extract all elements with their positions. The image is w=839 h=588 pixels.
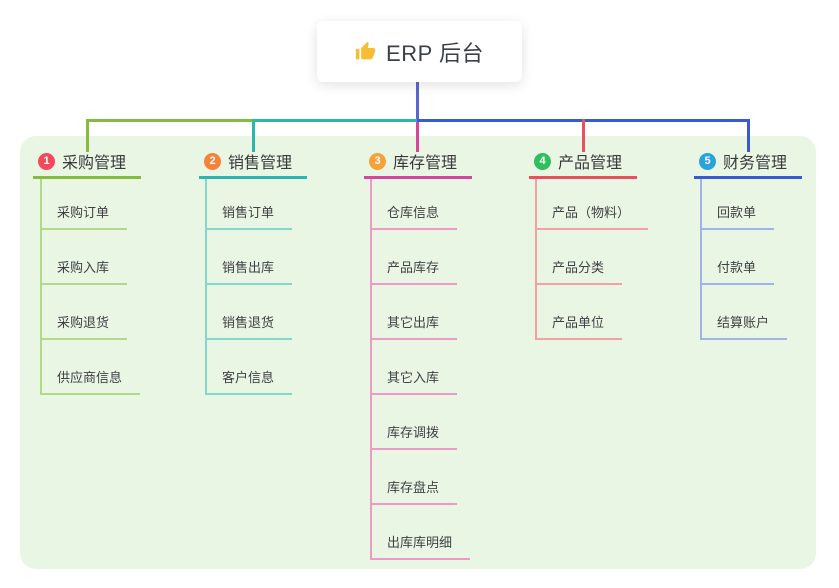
branch-4-title: 产品管理 bbox=[558, 155, 623, 172]
branch-3-badge: 3 bbox=[369, 152, 386, 170]
root-node[interactable]: ERP 后台 bbox=[317, 21, 522, 82]
branch-5-child-0[interactable]: 回款单 bbox=[700, 203, 775, 230]
branch-2-child-0[interactable]: 销售订单 bbox=[205, 203, 293, 230]
branch-4-badge: 4 bbox=[534, 152, 551, 170]
branch-3-title: 库存管理 bbox=[393, 155, 458, 172]
connector-root-vertical bbox=[416, 82, 419, 120]
branch-4-child-1[interactable]: 产品分类 bbox=[535, 258, 623, 285]
branches-panel bbox=[20, 136, 816, 569]
branch-1-title: 采购管理 bbox=[62, 155, 127, 172]
branch-5-header[interactable]: 5 财务管理 bbox=[694, 146, 802, 179]
branch-2-child-connector bbox=[205, 179, 207, 395]
branch-1-child-3[interactable]: 供应商信息 bbox=[40, 368, 141, 395]
branch-3-child-5[interactable]: 库存盘点 bbox=[370, 478, 458, 505]
branch-3-child-3[interactable]: 其它入库 bbox=[370, 368, 458, 395]
branch-5-child-2[interactable]: 结算账户 bbox=[700, 313, 788, 340]
connector-drop-branch-2 bbox=[252, 119, 255, 152]
connector-horizontal-green bbox=[86, 119, 254, 122]
branch-4-child-2[interactable]: 产品单位 bbox=[535, 313, 623, 340]
branch-2-badge: 2 bbox=[204, 152, 221, 170]
branch-3-child-0[interactable]: 仓库信息 bbox=[370, 203, 458, 230]
branch-3-child-4[interactable]: 库存调拨 bbox=[370, 423, 458, 450]
connector-horizontal-teal bbox=[253, 119, 417, 122]
branch-2-child-1[interactable]: 销售出库 bbox=[205, 258, 293, 285]
branch-5-title: 财务管理 bbox=[723, 155, 788, 172]
branch-3-child-1[interactable]: 产品库存 bbox=[370, 258, 458, 285]
branch-4-header[interactable]: 4 产品管理 bbox=[529, 146, 637, 179]
branch-2-child-3[interactable]: 客户信息 bbox=[205, 368, 293, 395]
connector-drop-branch-3 bbox=[416, 122, 419, 152]
branch-3-child-connector bbox=[370, 179, 372, 560]
branch-1-badge: 1 bbox=[38, 152, 55, 170]
branch-3-header[interactable]: 3 库存管理 bbox=[364, 146, 472, 179]
root-label: ERP 后台 bbox=[386, 40, 484, 66]
thumbs-up-icon bbox=[355, 41, 376, 62]
branch-2-child-2[interactable]: 销售退货 bbox=[205, 313, 293, 340]
branch-2-title: 销售管理 bbox=[228, 155, 293, 172]
branch-1-child-connector bbox=[40, 179, 42, 395]
branch-5-child-1[interactable]: 付款单 bbox=[700, 258, 775, 285]
branch-3-child-6[interactable]: 出库库明细 bbox=[370, 533, 471, 560]
connector-drop-branch-4 bbox=[582, 119, 585, 152]
branch-1-header[interactable]: 1 采购管理 bbox=[33, 146, 141, 179]
connector-drop-branch-5 bbox=[747, 119, 750, 152]
branch-4-child-connector bbox=[535, 179, 537, 340]
branch-4-child-0[interactable]: 产品（物料） bbox=[535, 203, 649, 230]
branch-5-badge: 5 bbox=[699, 152, 716, 170]
branch-3-child-2[interactable]: 其它出库 bbox=[370, 313, 458, 340]
branch-1-child-2[interactable]: 采购退货 bbox=[40, 313, 128, 340]
branch-5-child-connector bbox=[700, 179, 702, 340]
connector-drop-branch-1 bbox=[86, 119, 89, 152]
branch-1-child-0[interactable]: 采购订单 bbox=[40, 203, 128, 230]
branch-1-child-1[interactable]: 采购入库 bbox=[40, 258, 128, 285]
branch-2-header[interactable]: 2 销售管理 bbox=[199, 146, 307, 179]
